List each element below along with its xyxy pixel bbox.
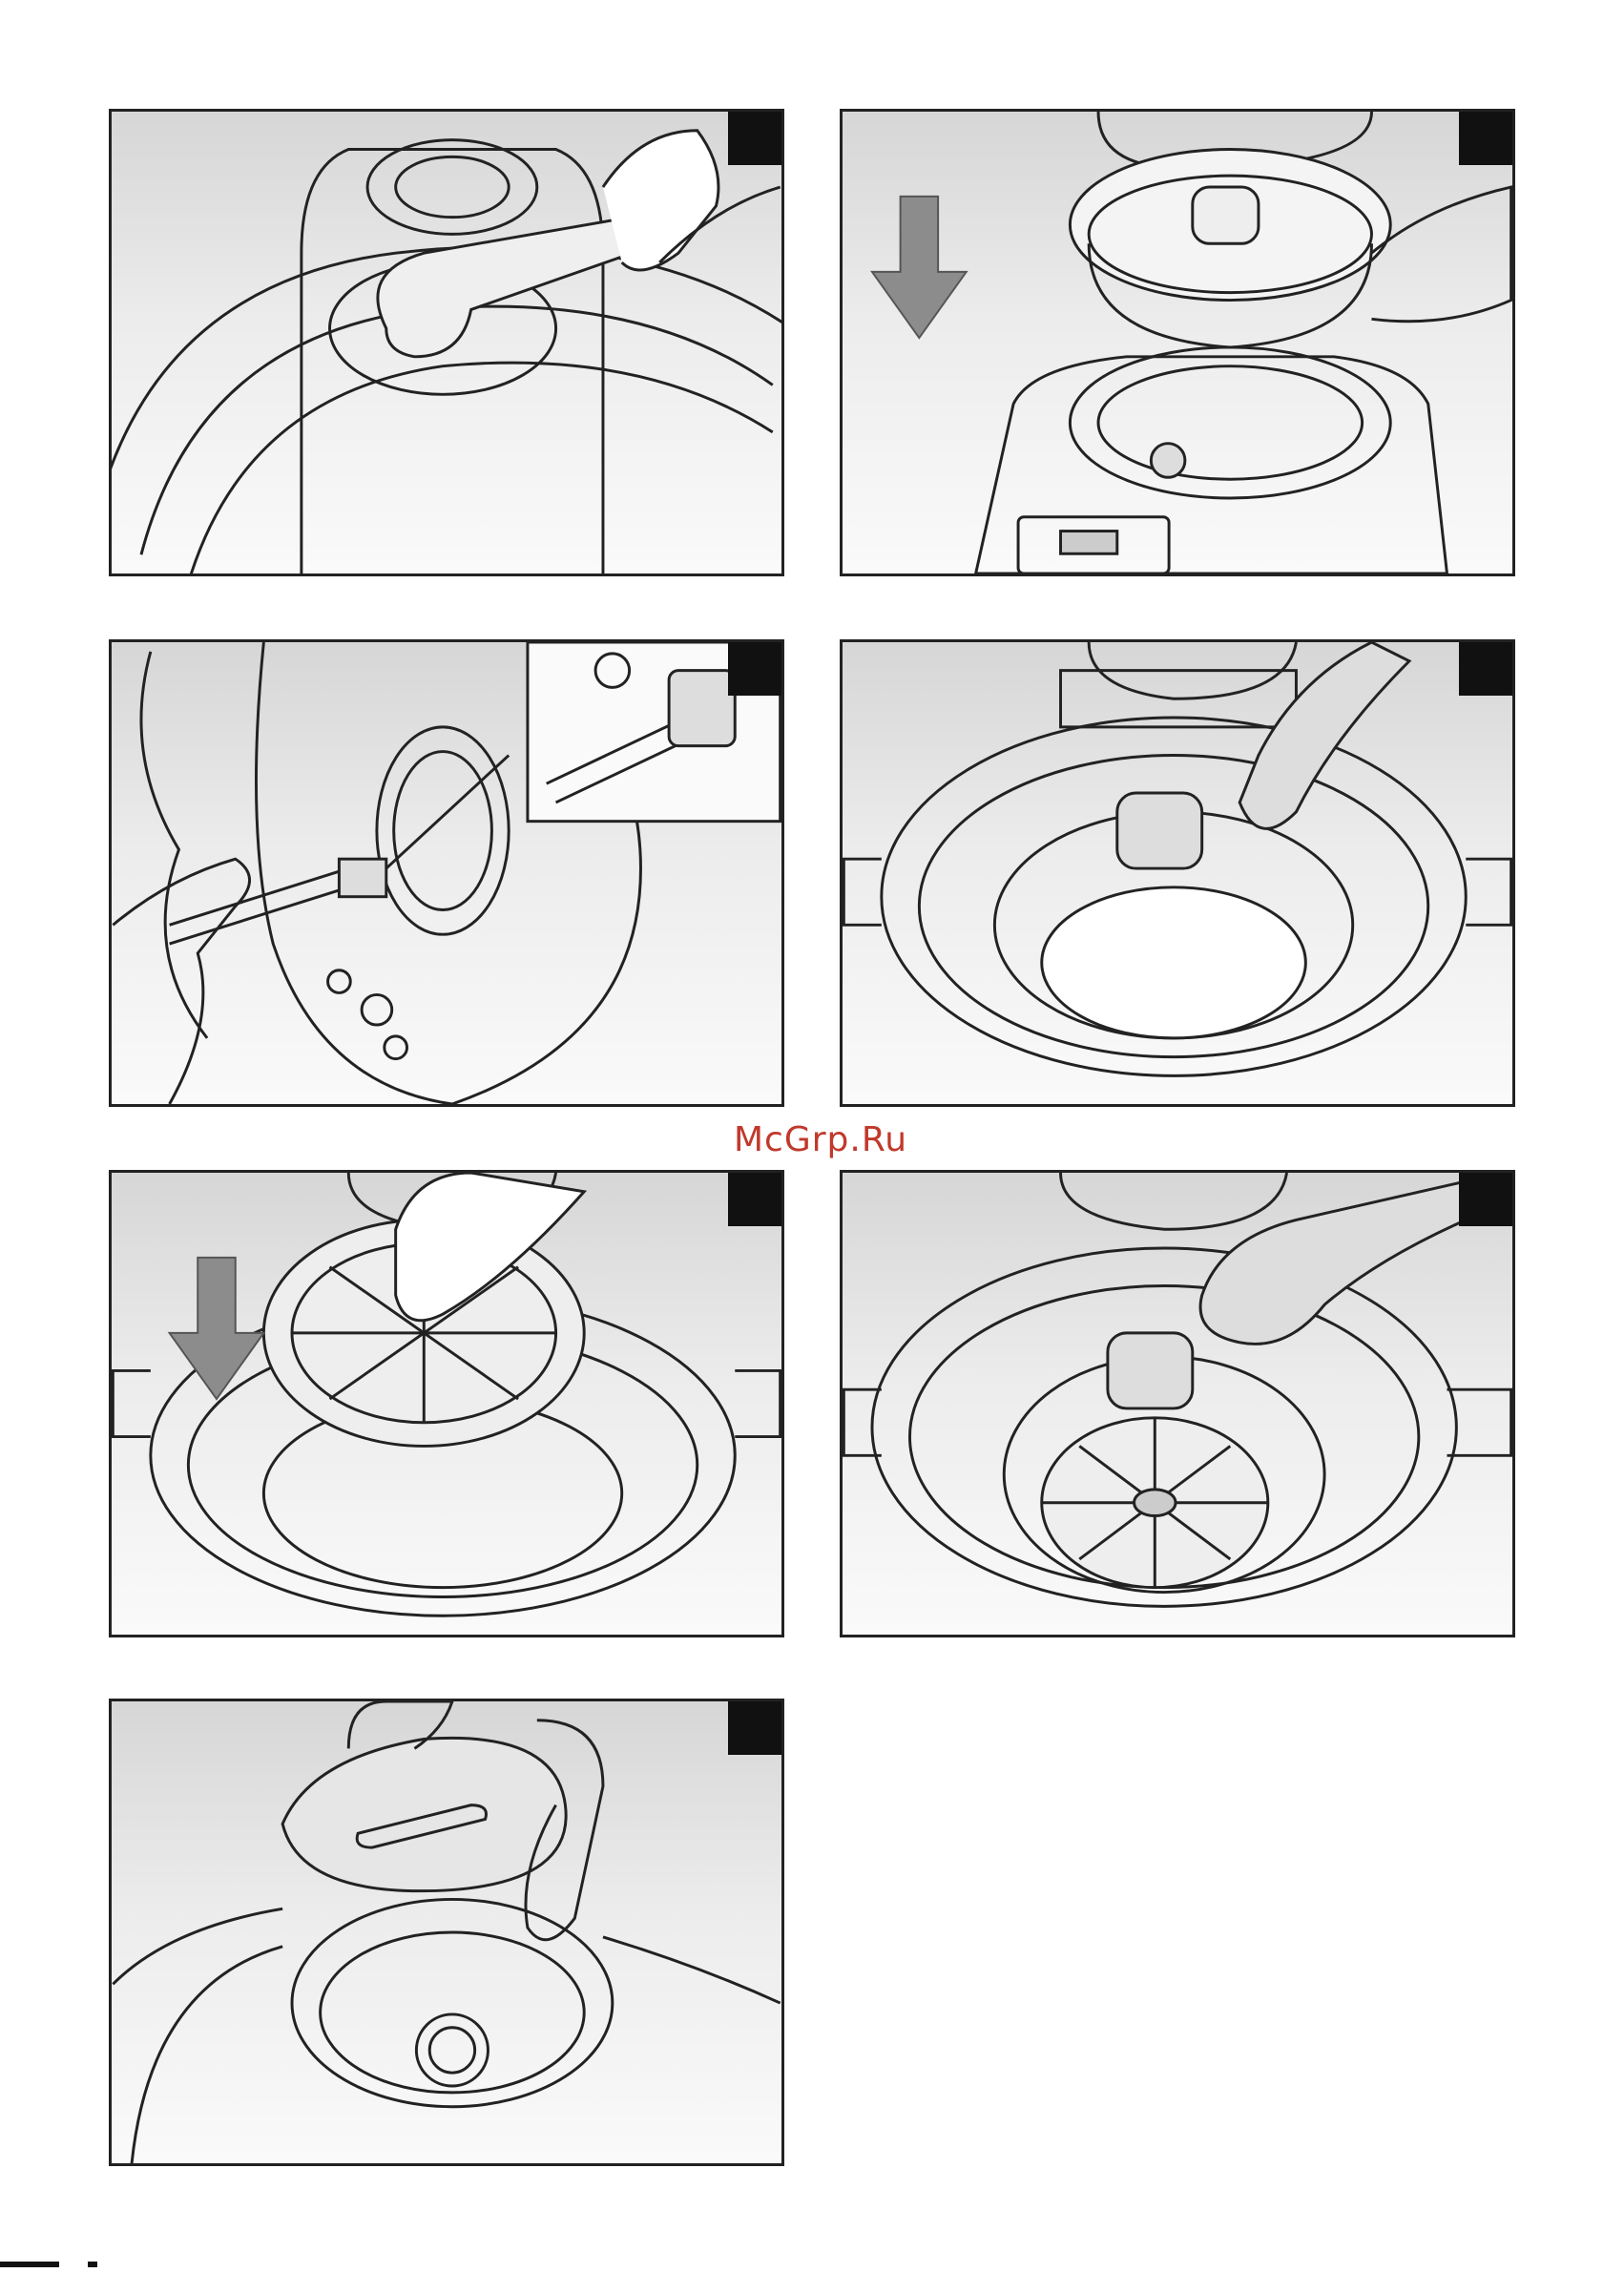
inner-pot-illustration	[843, 112, 1512, 573]
open-bowl-illustration	[843, 642, 1512, 1104]
watermark-text: McGrp.Ru	[725, 1116, 916, 1164]
valve-illustration	[112, 642, 781, 1104]
panel-open-bowl	[840, 639, 1515, 1107]
step-number-box	[1459, 112, 1512, 165]
page-corner-mark-small	[88, 2262, 97, 2267]
panel-steam-cap	[109, 1699, 784, 2166]
steam-cap-illustration	[112, 1701, 781, 2163]
steam-plate-installed-illustration	[843, 1173, 1512, 1635]
panel-inner-pot-removal	[840, 109, 1515, 576]
lid-handle-illustration	[112, 112, 781, 573]
step-number-box	[1459, 642, 1512, 696]
step-number-box	[728, 112, 781, 165]
step-number-box	[728, 1173, 781, 1226]
panel-valve-cleaning	[109, 639, 784, 1107]
panel-steam-plate-installed	[840, 1170, 1515, 1637]
step-number-box	[1459, 1173, 1512, 1226]
step-number-box	[728, 1701, 781, 1755]
panel-steam-plate-insert	[109, 1170, 784, 1637]
panel-lid-handle	[109, 109, 784, 576]
step-number-box	[728, 642, 781, 696]
steam-plate-illustration	[112, 1173, 781, 1635]
page-corner-mark	[0, 2262, 59, 2267]
